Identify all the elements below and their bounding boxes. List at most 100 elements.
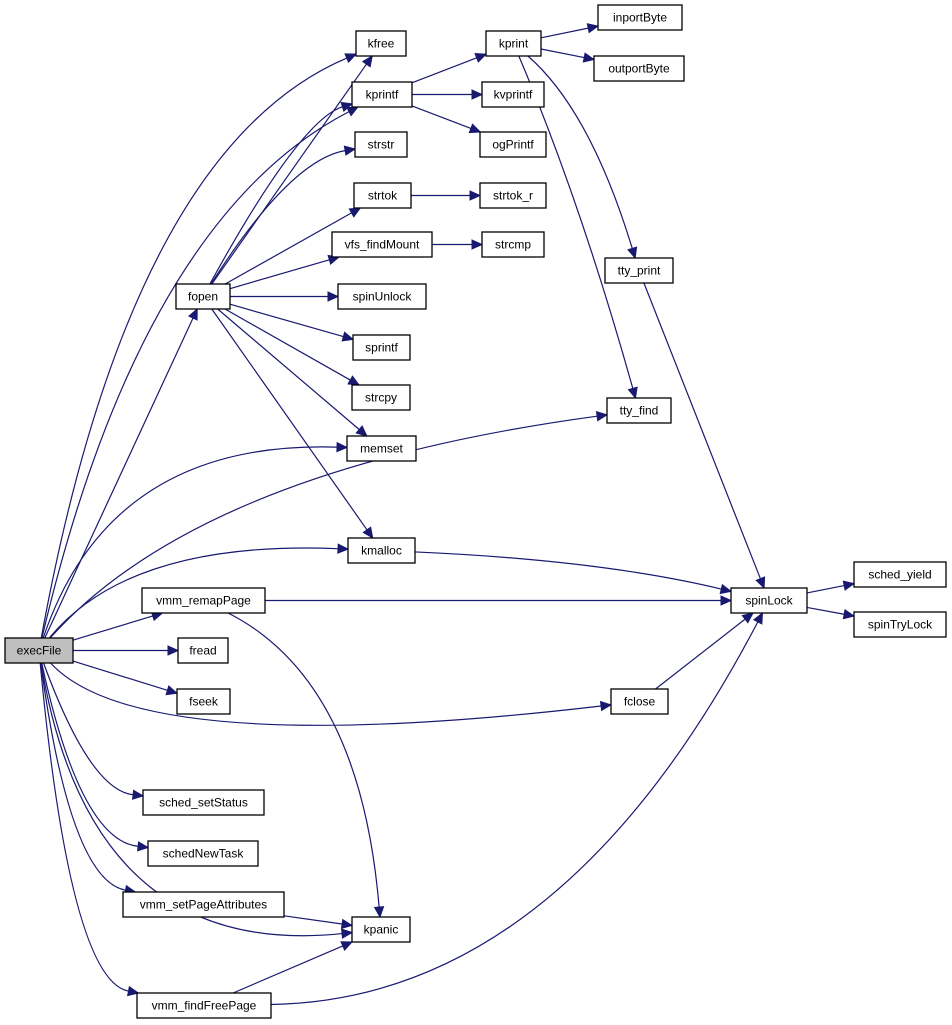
edge-kprint-to-tty_print <box>527 55 638 260</box>
node-box[interactable] <box>352 334 411 361</box>
edge-execFile-to-kpanic <box>40 662 354 939</box>
arrowhead-icon <box>627 246 638 260</box>
node-label: tty_print <box>618 264 661 278</box>
node-sched_setStatus[interactable]: sched_setStatus <box>142 789 265 816</box>
node-fopen[interactable]: fopen <box>175 283 231 310</box>
node-spinUnlock[interactable]: spinUnlock <box>337 283 427 310</box>
node-execFile[interactable]: execFile <box>4 637 74 664</box>
arrowhead-icon <box>720 595 733 606</box>
node-vmm_findFreePage[interactable]: vmm_findFreePage <box>136 992 272 1019</box>
arrowhead-icon <box>188 307 198 321</box>
node-strcmp[interactable]: strcmp <box>481 231 545 258</box>
node-box[interactable] <box>606 397 672 424</box>
node-box[interactable] <box>142 789 265 816</box>
arrowhead-icon <box>131 789 145 800</box>
node-box[interactable] <box>331 231 433 258</box>
edge-line <box>211 308 368 531</box>
arrowhead-icon <box>755 576 766 590</box>
node-label: spinUnlock <box>353 290 413 304</box>
node-fread[interactable]: fread <box>177 637 229 664</box>
node-box[interactable] <box>353 182 412 209</box>
node-box[interactable] <box>346 435 417 462</box>
node-kpanic[interactable]: kpanic <box>351 916 411 943</box>
node-strstr[interactable]: strstr <box>354 131 408 158</box>
node-box[interactable] <box>351 916 411 943</box>
edge-fopen-to-kfree <box>211 55 373 285</box>
node-label: fopen <box>188 290 218 304</box>
edge-fopen-to-strstr <box>210 145 357 285</box>
node-kprintf[interactable]: kprintf <box>351 81 413 108</box>
arrowhead-icon <box>599 700 613 712</box>
node-label: vfs_findMount <box>345 238 420 252</box>
node-box[interactable] <box>479 131 547 158</box>
node-ogPrintf[interactable]: ogPrintf <box>479 131 547 158</box>
node-box[interactable] <box>853 611 947 638</box>
node-box[interactable] <box>593 55 685 82</box>
node-kvprintf[interactable]: kvprintf <box>481 81 545 108</box>
edge-line <box>227 612 380 908</box>
node-box[interactable] <box>481 81 545 108</box>
node-box[interactable] <box>4 637 74 664</box>
edge-line <box>411 57 477 84</box>
node-box[interactable] <box>479 182 547 209</box>
node-box[interactable] <box>610 688 669 715</box>
node-box[interactable] <box>177 637 229 664</box>
node-label: kvprintf <box>494 88 533 102</box>
node-box[interactable] <box>485 30 542 57</box>
node-kfree[interactable]: kfree <box>355 30 407 57</box>
node-fclose[interactable]: fclose <box>610 688 669 715</box>
node-memset[interactable]: memset <box>346 435 417 462</box>
node-schedNewTask[interactable]: schedNewTask <box>147 840 259 867</box>
node-box[interactable] <box>351 384 411 411</box>
node-box[interactable] <box>730 587 808 614</box>
node-box[interactable] <box>853 561 947 588</box>
arrowhead-icon <box>341 928 354 939</box>
edge-line <box>72 615 153 641</box>
node-inportByte[interactable]: inportByte <box>597 4 683 31</box>
arrowhead-icon <box>582 52 596 63</box>
node-box[interactable] <box>597 4 683 31</box>
node-tty_find[interactable]: tty_find <box>606 397 672 424</box>
edge-line <box>217 308 360 430</box>
edge-line <box>43 662 134 796</box>
edge-kmalloc-to-spinLock <box>414 551 733 595</box>
arrowhead-icon <box>469 190 482 201</box>
node-spinTryLock[interactable]: spinTryLock <box>853 611 947 638</box>
node-outportByte[interactable]: outportByte <box>593 55 685 82</box>
node-box[interactable] <box>347 537 416 564</box>
node-vmm_remapPage[interactable]: vmm_remapPage <box>141 587 266 614</box>
node-box[interactable] <box>604 257 674 284</box>
node-box[interactable] <box>351 81 413 108</box>
node-tty_print[interactable]: tty_print <box>604 257 674 284</box>
arrowhead-icon <box>136 841 150 852</box>
node-box[interactable] <box>122 891 285 918</box>
node-box[interactable] <box>141 587 266 614</box>
node-label: tty_find <box>620 404 659 418</box>
edge-kprintf-to-ogPrintf <box>411 105 482 134</box>
edge-spinLock-to-spinTryLock <box>806 606 856 620</box>
node-label: sched_setStatus <box>159 796 248 810</box>
node-fseek[interactable]: fseek <box>176 688 231 715</box>
node-box[interactable] <box>354 131 408 158</box>
node-box[interactable] <box>136 992 272 1019</box>
node-box[interactable] <box>176 688 231 715</box>
node-strtok_r[interactable]: strtok_r <box>479 182 547 209</box>
node-sched_yield[interactable]: sched_yield <box>853 561 947 588</box>
node-box[interactable] <box>481 231 545 258</box>
edge-line <box>527 55 633 249</box>
node-vmm_setPageAttributes[interactable]: vmm_setPageAttributes <box>122 891 285 918</box>
node-kprint[interactable]: kprint <box>485 30 542 57</box>
node-box[interactable] <box>147 840 259 867</box>
node-box[interactable] <box>337 283 427 310</box>
node-strcpy[interactable]: strcpy <box>351 384 411 411</box>
node-spinLock[interactable]: spinLock <box>730 587 808 614</box>
node-strtok[interactable]: strtok <box>353 182 412 209</box>
node-sprintf[interactable]: sprintf <box>352 334 411 361</box>
node-box[interactable] <box>355 30 407 57</box>
node-kmalloc[interactable]: kmalloc <box>347 537 416 564</box>
arrowhead-icon <box>167 645 180 656</box>
node-box[interactable] <box>175 283 231 310</box>
edge-line <box>232 945 344 994</box>
node-vfs_findMount[interactable]: vfs_findMount <box>331 231 433 258</box>
edge-line <box>229 303 344 338</box>
